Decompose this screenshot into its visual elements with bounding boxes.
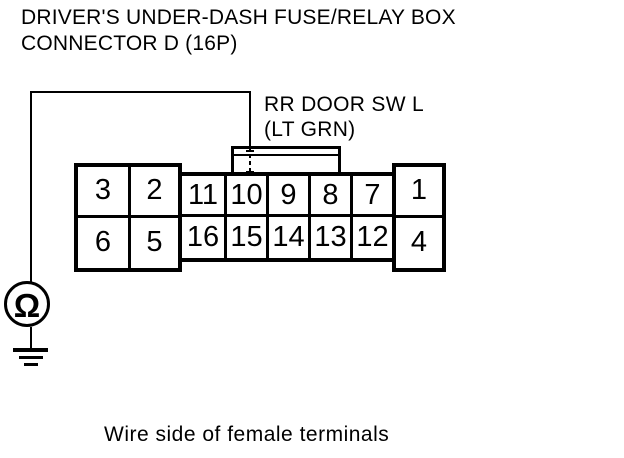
connector-block-left: 3 2 6 5 [74,163,182,272]
ground-icon [13,348,48,352]
wire-label-color: (LT GRN) [264,118,356,141]
wire-right-vertical-segment [249,91,251,147]
pin-cell-7: 7 [350,176,392,217]
pin-cell-5: 5 [128,217,178,268]
wire-left-vertical-segment [30,91,32,282]
ground-bar-bottom [24,363,38,366]
pin-cell-15: 15 [224,217,266,258]
pin-cell-14: 14 [266,217,308,258]
pin-cell-1: 1 [396,167,442,218]
wire-label: RR DOOR SW L (LT GRN) [264,92,424,142]
ohmmeter-icon: Ω [4,281,50,327]
connector-block-middle: 11 10 9 8 7 16 15 14 13 12 [178,172,396,262]
page-title-line1: DRIVER'S UNDER-DASH FUSE/RELAY BOX [21,6,456,29]
ohm-symbol: Ω [13,286,41,324]
wire-horizontal-segment [30,91,251,93]
pin-cell-3: 3 [78,167,128,218]
wire-hidden-dashed-segment [249,147,251,176]
pin-cell-9: 9 [266,176,308,217]
pin-cell-10: 10 [224,176,266,217]
pin-cell-8: 8 [308,176,350,217]
pin-cell-16: 16 [186,221,220,253]
pin-cell-2: 2 [128,167,178,218]
pin-cell-12: 12 [350,217,392,258]
page-title-line2: CONNECTOR D (16P) [21,32,238,55]
page-title: DRIVER'S UNDER-DASH FUSE/RELAY BOX CONNE… [21,5,456,57]
pin-cell-11: 11 [182,176,224,217]
wire-tick-mark-top [246,150,254,152]
diagram-caption: Wire side of female terminals [104,423,390,446]
cavity-tab-inner-line [234,154,338,156]
ground-bar-middle [19,356,43,359]
pin-cell-6: 6 [94,226,112,259]
ground-stem-line [30,327,32,349]
pin-cell-4: 4 [410,226,428,259]
wire-tick-mark-bottom [246,171,254,173]
pin-cell-13: 13 [308,217,350,258]
connector-block-right: 1 4 [392,163,446,272]
wire-label-name: RR DOOR SW L [264,93,424,116]
